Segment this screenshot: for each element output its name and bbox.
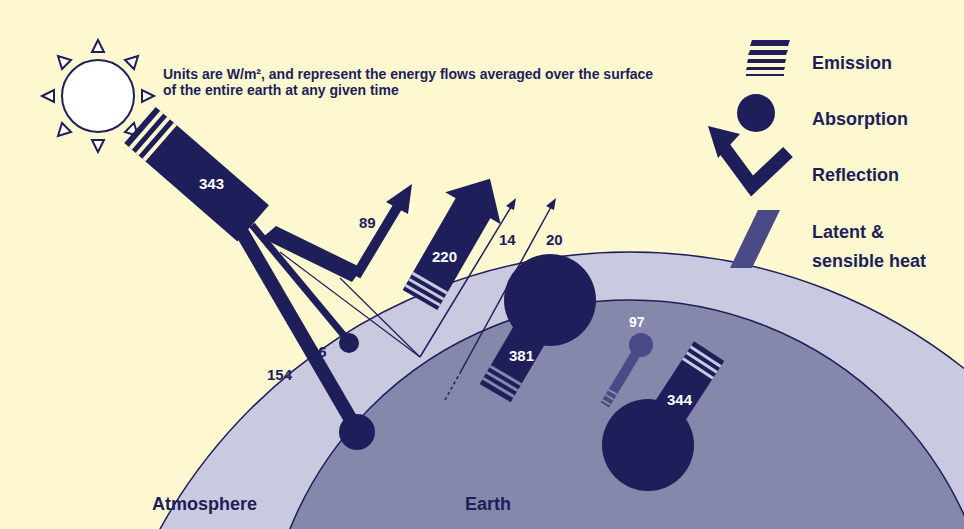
flow-value: 344 [667, 391, 692, 408]
flow-value: 20 [546, 231, 563, 248]
flow-value: 343 [199, 175, 224, 192]
reflected-arrow [356, 206, 398, 276]
legend-text: Absorption [812, 102, 908, 136]
arrow-head [546, 198, 556, 210]
region-label: Earth [465, 494, 511, 515]
absorption-icon [737, 94, 775, 132]
flow-value: 154 [267, 366, 292, 383]
absorption-ball [504, 254, 596, 346]
thin-arrow [420, 207, 511, 357]
atmosphere-band [93, 252, 964, 529]
absorption-ball [629, 333, 653, 357]
absorption-dot [339, 333, 359, 353]
legend-text: Emission [812, 46, 892, 80]
region-label: Atmosphere [152, 494, 257, 515]
reflected-beam [262, 226, 362, 282]
latent-heat-icon [730, 210, 780, 268]
units-note: Units are W/m², and represent the energy… [163, 66, 663, 98]
absorption-dot [339, 414, 375, 450]
outgoing-longwave-arrow [392, 163, 517, 316]
flow-value: 381 [509, 347, 534, 364]
flow-value: 14 [499, 231, 516, 248]
arrow-head [506, 198, 516, 210]
flow-value: 97 [629, 314, 645, 330]
dotted-start [445, 373, 460, 400]
flow-value: 220 [432, 248, 457, 265]
earth-surface [263, 300, 964, 529]
reflection-icon [708, 126, 788, 186]
flow-value: 89 [359, 214, 376, 231]
absorption-ball [602, 399, 694, 491]
legend-text: Latent & sensible heat [812, 218, 944, 276]
legend-text: Reflection [812, 158, 899, 192]
solar-beam [124, 107, 269, 242]
emission-icon [746, 40, 790, 76]
flow-value: 86 [310, 343, 327, 360]
thin-ray [280, 252, 420, 357]
arrow-head [386, 184, 412, 214]
